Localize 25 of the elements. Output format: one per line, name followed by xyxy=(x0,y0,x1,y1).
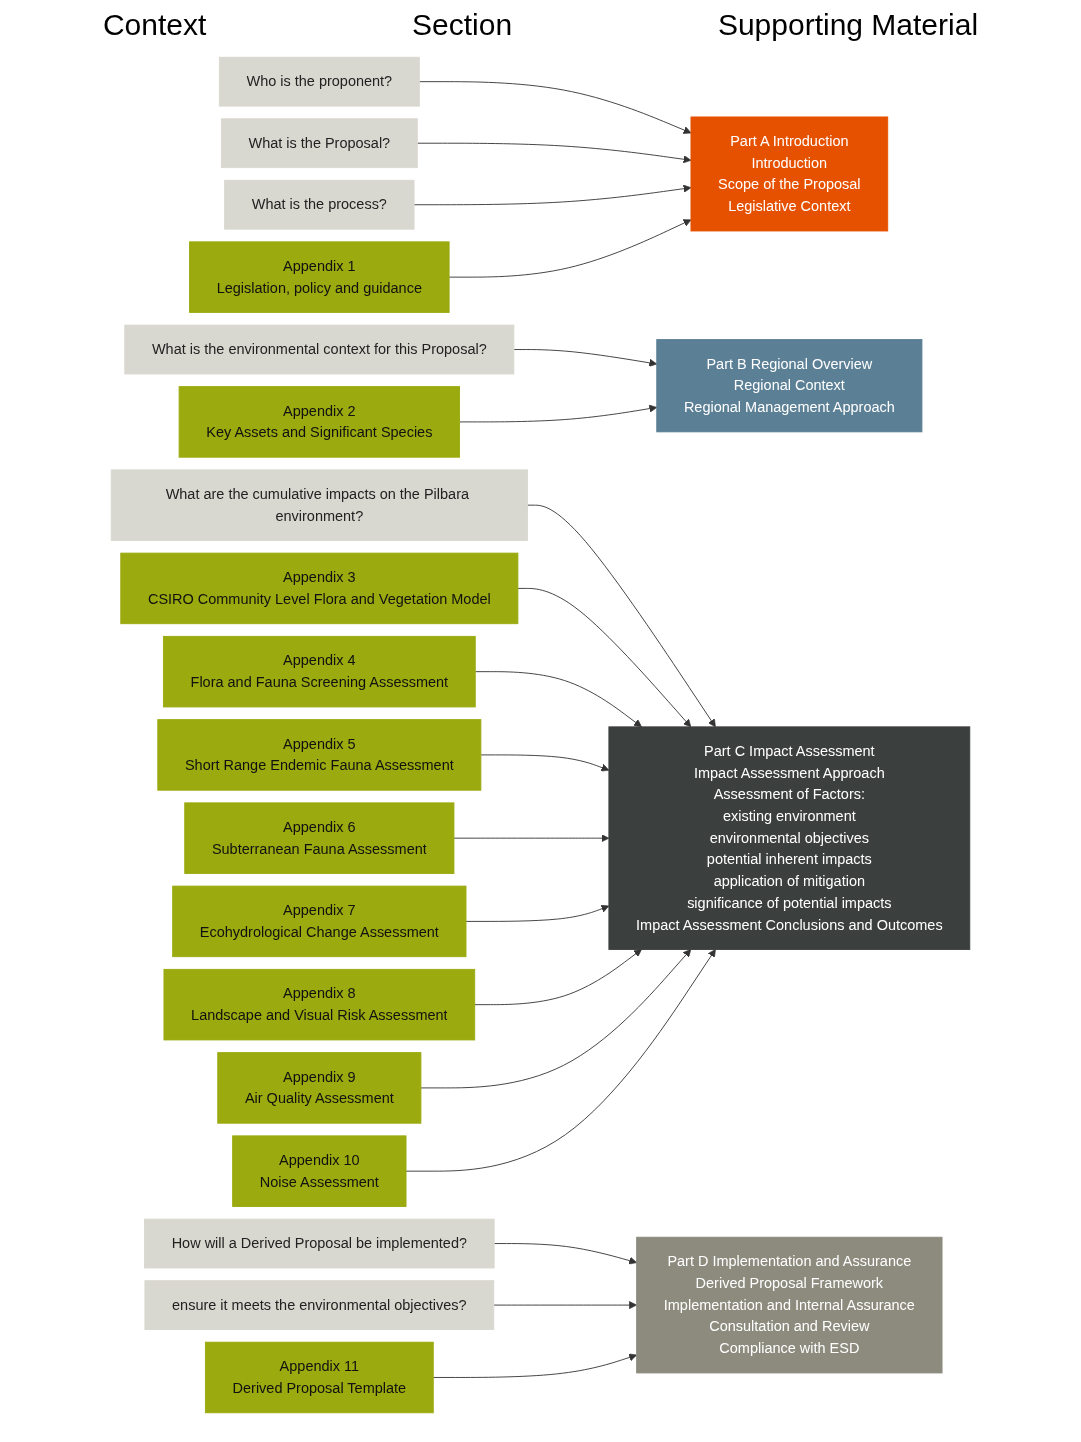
node-box: Appendix 8 Landscape and Visual Risk Assessment xyxy=(163,968,476,1041)
node-box: Appendix 9 Air Quality Assessment xyxy=(217,1052,422,1124)
node-box: What is the environmental context for this Proposal? xyxy=(124,324,515,375)
node-box: Appendix 10 Noise Assessment xyxy=(232,1135,407,1207)
node-box: Appendix 2 Key Assets and Significant Species xyxy=(178,386,460,458)
node-box: Appendix 4 Flora and Fauna Screening Assessment xyxy=(162,635,476,708)
node-box: Appendix 1 Legislation, policy and guidance xyxy=(189,241,450,313)
node-box: ensure it meets the environmental objectives? xyxy=(144,1280,495,1330)
node-box: Appendix 11 Derived Proposal Template xyxy=(204,1341,434,1414)
node-box: Appendix 3 CSIRO Community Level Flora and Vegetation Model xyxy=(120,552,519,625)
node-box: Part A Introduction Introduction Scope of the Proposal Legislative Context xyxy=(690,116,889,232)
node-box: Who is the proponent? xyxy=(218,56,420,107)
node-box: Appendix 7 Ecohydrological Change Assessment xyxy=(172,885,467,958)
node-box: Part C Impact Assessment Impact Assessment Approach Assessment of Factors: existing environment environmental objectives potential inherent impacts application of mitigation significance of potential impacts Impact Assessment Conclusions and Outcomes xyxy=(608,726,971,950)
node-box: What is the Proposal? xyxy=(220,118,418,169)
node-box: Part B Regional Overview Regional Context Regional Management Approach xyxy=(656,339,923,433)
node-box: Part D Implementation and Assurance Derived Proposal Framework Implementation and Internal Assurance Consultation and Review Compliance with ESD xyxy=(636,1236,943,1374)
node-box: Appendix 5 Short Range Endemic Fauna Assessment xyxy=(157,719,482,791)
column-heading: Section xyxy=(412,8,513,42)
node-box: How will a Derived Proposal be implemented? xyxy=(144,1218,495,1269)
column-heading: Supporting Material xyxy=(717,8,979,42)
node-box: What is the process? xyxy=(224,179,415,230)
node-box: What are the cumulative impacts on the Pilbara environment? xyxy=(110,469,528,541)
node-box: Appendix 6 Subterranean Fauna Assessment xyxy=(184,802,455,874)
column-heading: Context xyxy=(102,8,207,42)
